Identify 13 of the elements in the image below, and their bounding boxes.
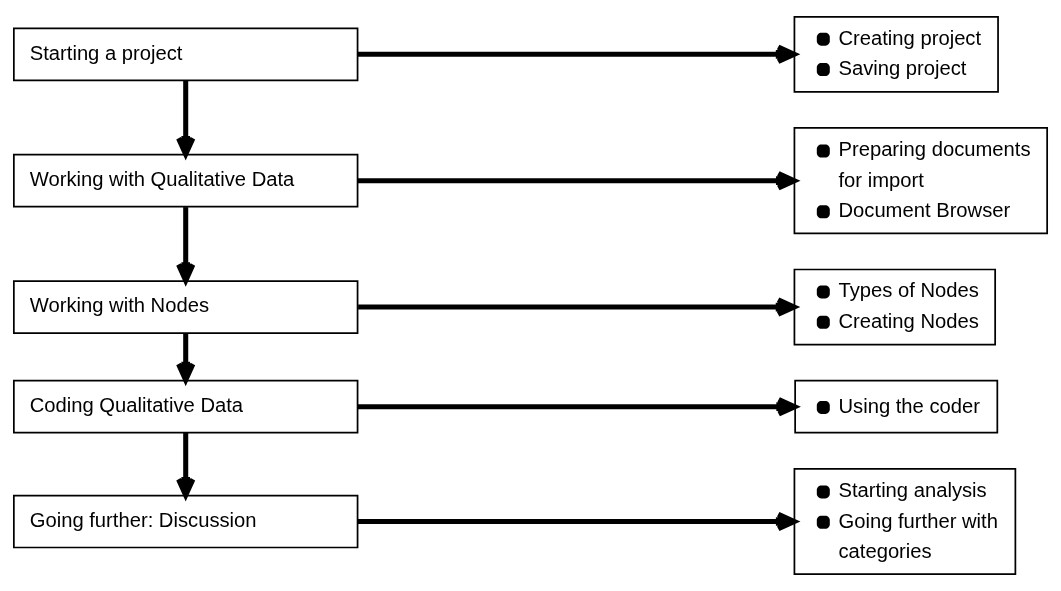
node-box: Preparing documents for import Document Browser [793,127,1048,235]
node-box: Starting a project [13,27,359,82]
node-box: Going further: Discussion [13,494,359,549]
node-box: Working with Nodes [13,280,359,334]
arrow [358,297,797,317]
arrow [176,207,196,284]
node-box: Starting analysis Going further with categories [793,467,1017,576]
arrow [357,397,798,417]
node-box: Creating project Saving project [793,15,999,93]
node-box: Coding Qualitative Data [13,379,359,434]
node-box: Types of Nodes Creating Nodes [793,268,997,346]
node-box: Working with Qualitative Data [13,153,359,208]
node-box: Using the coder [794,379,999,434]
